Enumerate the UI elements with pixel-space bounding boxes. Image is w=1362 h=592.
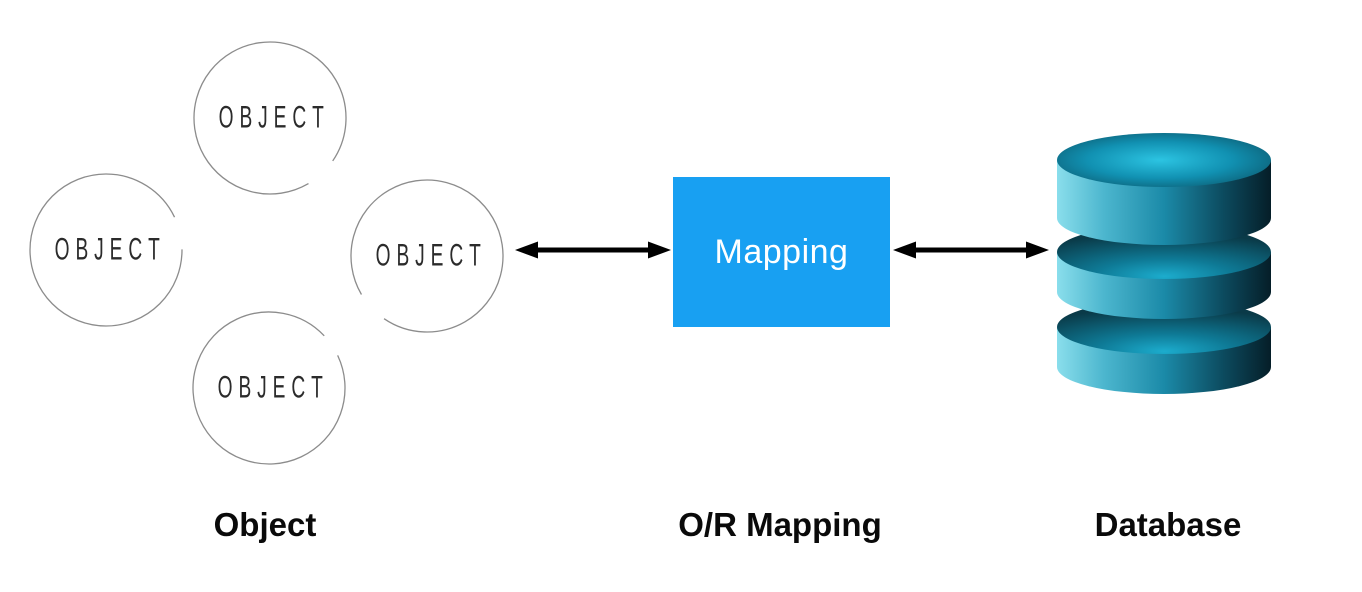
caption-object: Object: [213, 506, 317, 543]
database-icon: [1057, 133, 1271, 394]
bidirectional-arrow-objects-mapping-icon: [515, 241, 671, 259]
object-circle-label: OBJECT: [217, 370, 330, 405]
object-circle-top: OBJECT: [193, 41, 347, 195]
object-circle-bottom: OBJECT: [192, 311, 346, 465]
caption-or-mapping: O/R Mapping: [678, 506, 882, 543]
mapping-box-label: Mapping: [714, 232, 849, 271]
circle-outline-icon: [29, 173, 183, 327]
bidirectional-arrow-mapping-database-icon: [893, 241, 1049, 259]
object-circle-right: OBJECT: [350, 179, 504, 333]
caption-database: Database: [1094, 506, 1242, 543]
circle-outline-icon: [192, 311, 346, 465]
object-circle-label: OBJECT: [54, 232, 167, 267]
circle-outline-icon: [193, 41, 347, 195]
object-circle-label: OBJECT: [375, 238, 488, 273]
object-circle-left: OBJECT: [29, 173, 183, 327]
mapping-box: Mapping: [673, 177, 890, 327]
circle-outline-icon: [350, 179, 504, 333]
object-circle-label: OBJECT: [218, 100, 331, 135]
